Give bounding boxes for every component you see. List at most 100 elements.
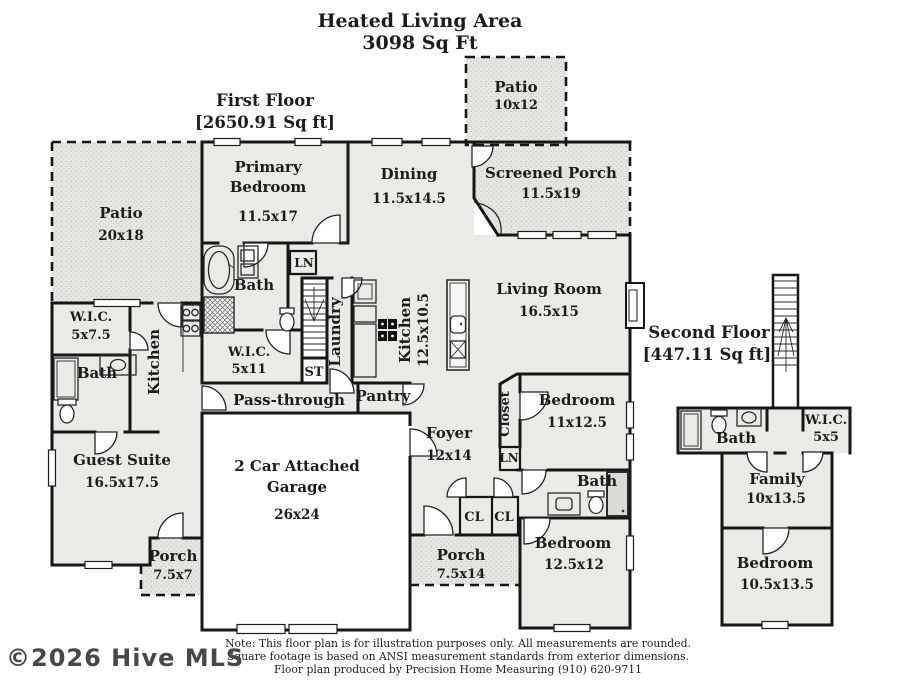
room-stair-closet: ST [304,365,323,380]
door-closet-b [493,477,514,498]
bathtub [203,245,235,295]
door-porch-guest [157,512,184,539]
svg-text:10x13.5: 10x13.5 [746,491,806,507]
shower [680,410,702,450]
room-closet-b: CL [494,510,514,525]
svg-text:7.5x7: 7.5x7 [153,568,192,583]
room-bath-guest: Bath [77,364,117,382]
door-passthrough [201,385,227,411]
second-floor-area: [447.11 Sq ft] [643,345,771,364]
svg-text:Garage: Garage [267,478,327,496]
first-floor-area: [2650.91 Sq ft] [195,113,335,132]
vanity [237,245,259,279]
walls-dashed [50,55,632,597]
outdoor-fills [52,57,630,595]
page-title-line1: Heated Living Area [318,10,523,32]
toilet [710,409,728,435]
staircase-second [773,280,798,372]
room-primary-bedroom: Primary [234,158,302,176]
svg-text:10.5x13.5: 10.5x13.5 [740,577,814,593]
garage-door-panel [236,623,286,635]
svg-text:20x18: 20x18 [98,228,144,244]
fireplace [625,282,645,329]
room-porch-front: Porch [437,546,486,564]
svg-text:12.5x10.5: 12.5x10.5 [416,293,432,367]
svg-text:11.5x19: 11.5x19 [521,186,581,202]
labels: Heated Living Area 3098 Sq Ft First Floo… [69,10,847,593]
door-bath-hall [521,469,547,495]
wall-oven [353,305,377,323]
door-patio-porch [471,145,494,168]
walls-solid [50,140,852,632]
room-closet-hall: Closet [498,391,513,437]
counter [353,323,377,378]
shower [203,296,235,334]
shower [606,471,629,517]
vanity [547,492,581,516]
svg-text:11.5x17: 11.5x17 [238,209,298,225]
room-garage: 2 Car Attached [234,457,360,475]
garage-door-panel [288,623,338,635]
door-closet-a [446,477,467,498]
room-screened-porch: Screened Porch [485,164,617,182]
svg-text:11.5x14.5: 11.5x14.5 [372,191,446,207]
svg-text:10x12: 10x12 [494,98,538,113]
room-bedroom-front: Bedroom [539,391,616,409]
room-laundry: Laundry [326,296,344,366]
note-line3: Floor plan produced by Precision Home Me… [274,663,642,676]
note-line2: Square footage is based on ANSI measurem… [227,650,689,663]
refrigerator [353,279,377,304]
room-guest-suite: Guest Suite [73,451,171,469]
svg-text:5x11: 5x11 [232,362,267,377]
cooktop [378,319,397,341]
room-wic-primary: W.I.C. [227,345,270,360]
door-bedroom-front [519,391,549,421]
room-pantry: Pantry [355,387,411,405]
staircase-first-area [302,278,327,383]
porch-front-area [410,537,520,585]
svg-text:12x14: 12x14 [426,448,472,464]
svg-text:16.5x15: 16.5x15 [519,304,579,320]
svg-text:5x5: 5x5 [813,430,839,445]
first-floor-label: First Floor [216,91,314,110]
watermark: ©2026 Hive MLS [6,644,244,672]
sink [449,315,467,334]
door-garage-foyer [409,428,438,457]
toilet [57,398,77,424]
note-line1: Note: This floor plan is for illustratio… [225,637,691,650]
door-dining-porch [473,201,502,235]
room-patio-large: Patio [99,204,142,222]
room-pass-through: Pass-through [233,391,345,409]
door-wic-up [802,451,824,473]
svg-text:5x7.5: 5x7.5 [71,328,110,343]
garage-area [202,413,410,630]
door-bedroom-up [762,527,790,555]
page-title-line2: 3098 Sq Ft [362,32,478,54]
svg-text:Bedroom: Bedroom [230,178,307,196]
room-foyer: Foyer [426,424,473,442]
room-porch-side: Porch [149,547,198,565]
door-front-entry [423,505,454,536]
room-kitchen-guest: Kitchen [145,329,163,395]
toilet [587,490,605,515]
room-patio-small: Patio [494,78,537,96]
door-wic-guest [129,331,149,351]
second-floor-label: Second Floor [648,323,770,342]
windows [47,137,789,635]
svg-text:26x24: 26x24 [274,507,320,523]
room-kitchen-main: Kitchen [396,297,414,363]
fixtures [53,245,762,517]
screened-porch-area [474,142,630,235]
room-living: Living Room [496,280,602,298]
room-bath-hall: Bath [577,472,617,490]
svg-text:7.5x14: 7.5x14 [437,567,485,582]
sink [736,408,762,427]
vanity [99,354,137,376]
door-pantry [402,383,425,406]
door-bath-guest [94,431,118,455]
room-wic-up: W.I.C. [804,413,847,428]
door-stair-hall [329,368,355,394]
kitchen-island [446,279,470,371]
